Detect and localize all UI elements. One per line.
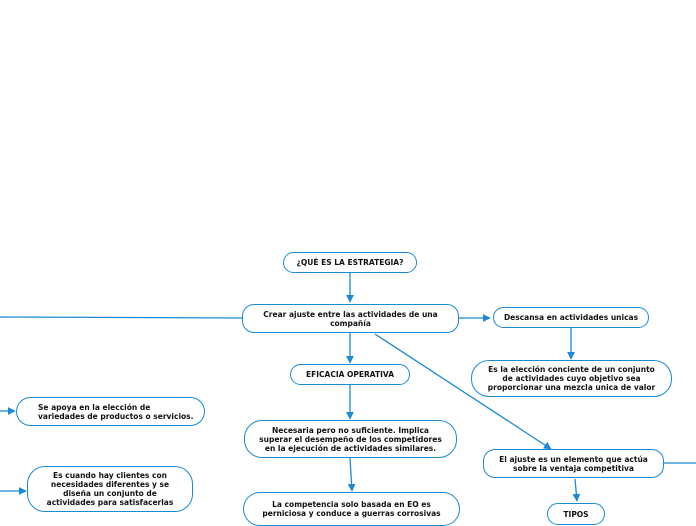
node-ajuste-elemento[interactable]: El ajuste es un elemento que actúa sobre… <box>483 449 664 478</box>
node-eficacia-operativa[interactable]: EFICACIA OPERATIVA <box>290 364 410 385</box>
connector-crear-ajuste-to-ajuste-elemento <box>374 333 552 450</box>
node-competencia-eo[interactable]: La competencia solo basada en EO es pern… <box>243 492 460 526</box>
connector-crear-ajuste-to-left <box>0 316 243 319</box>
connector-necesaria-to-competencia <box>347 457 356 492</box>
node-descansa-actividades-unicas[interactable]: Descansa en actividades unicas <box>493 307 649 328</box>
node-variedades-productos[interactable]: Se apoya en la elección de variedades de… <box>16 397 205 426</box>
node-crear-ajuste[interactable]: Crear ajuste entre las actividades de un… <box>242 304 459 333</box>
node-eleccion-conciente[interactable]: Es la elección conciente de un conjunto … <box>471 360 672 397</box>
node-que-es-la-estrategia[interactable]: ¿QUÉ ES LA ESTRATEGIA? <box>283 252 417 273</box>
node-tipos[interactable]: TIPOS <box>547 503 605 525</box>
node-necesaria-no-suficiente[interactable]: Necesaria pero no suficiente. Implica su… <box>244 420 457 458</box>
connector-ajuste-elemento-to-tipos <box>572 478 581 502</box>
node-necesidades-diferentes[interactable]: Es cuando hay clientes con necesidades d… <box>27 466 193 512</box>
